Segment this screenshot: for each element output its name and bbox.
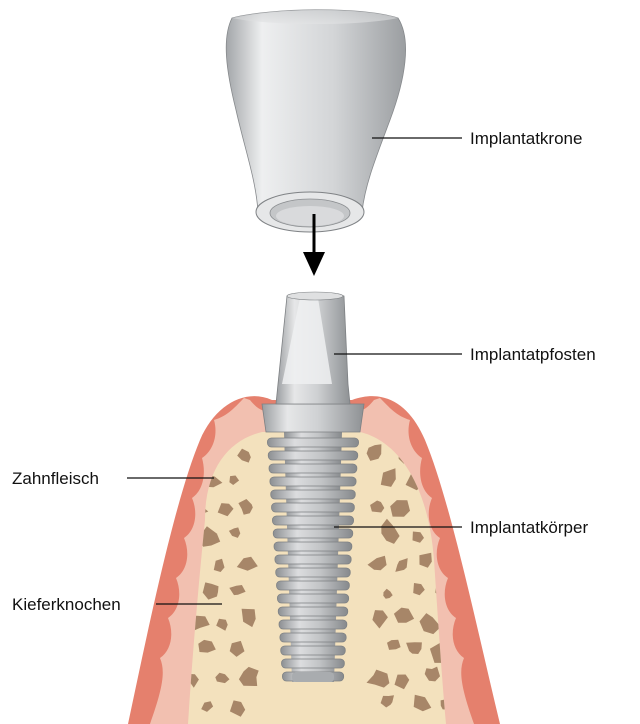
label-abutment: Implantatpfosten — [470, 345, 596, 364]
implant-thread — [282, 659, 345, 668]
implant-thread — [273, 529, 353, 538]
implant-thread — [272, 516, 353, 525]
implant-thread — [272, 503, 355, 512]
implant-crown — [226, 10, 405, 212]
implant-tip — [292, 672, 334, 682]
label-gum: Zahnfleisch — [12, 469, 99, 488]
label-body: Implantatkörper — [470, 518, 588, 537]
placement-arrow-head — [303, 252, 325, 276]
implant-thread — [276, 568, 351, 577]
implant-thread — [268, 451, 358, 460]
implant-thread — [269, 464, 357, 473]
implant-thread — [281, 646, 346, 655]
abutment-top — [287, 292, 343, 300]
implant-thread — [271, 490, 356, 499]
crown-opening-inner — [276, 206, 344, 226]
implant-thread — [277, 594, 348, 603]
implant-thread — [279, 620, 347, 629]
label-bone: Kieferknochen — [12, 595, 121, 614]
implant-thread — [274, 542, 352, 551]
abutment-collar — [262, 404, 364, 432]
implant-thread — [280, 633, 346, 642]
implant-thread — [270, 477, 356, 486]
implant-thread — [267, 438, 358, 447]
implant-thread — [278, 607, 348, 616]
implant-thread — [275, 555, 351, 564]
implant-thread — [277, 581, 350, 590]
label-crown: Implantatkrone — [470, 129, 582, 148]
